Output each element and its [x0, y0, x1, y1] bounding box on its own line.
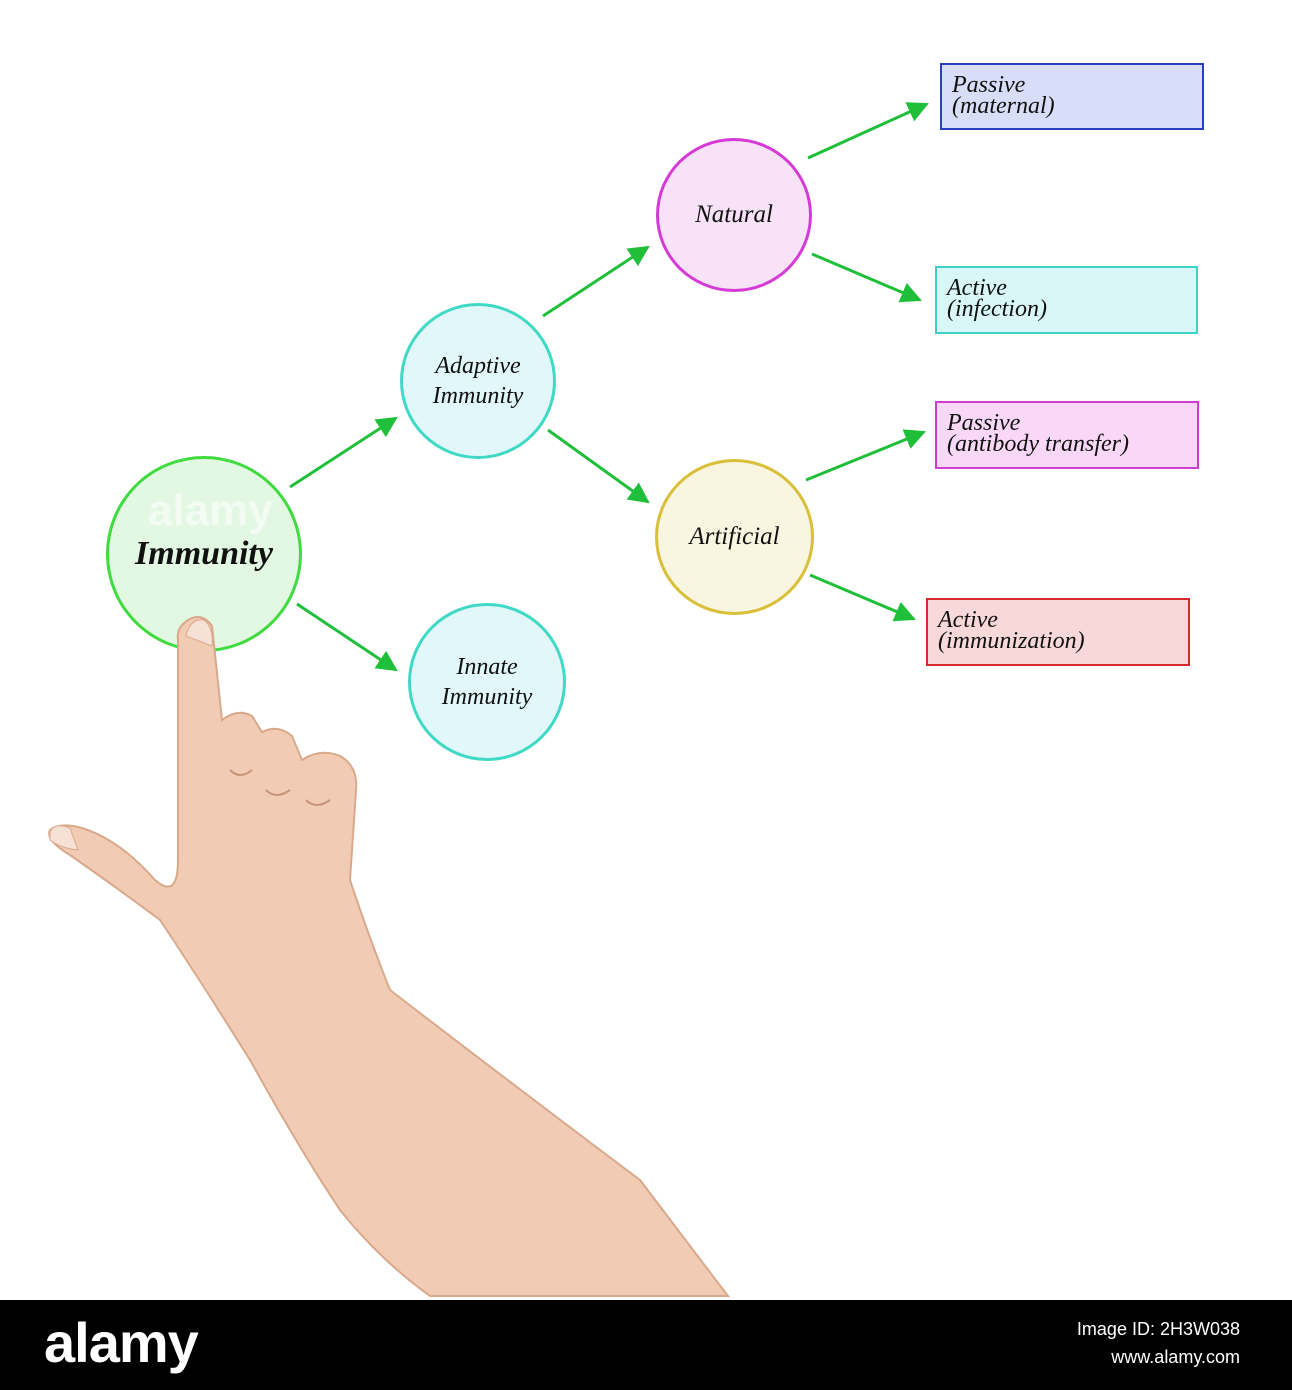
box-active-infection-line2: (infection) [947, 296, 1047, 322]
box-active-immunization-line1: Active [938, 607, 998, 633]
arrow-natural-to-active-infection [811, 252, 922, 303]
stock-footer-bar: alamy Image ID: 2H3W038 www.alamy.com [0, 1300, 1292, 1390]
node-artificial-label: Artificial [689, 523, 780, 551]
node-immunity-label: Immunity [135, 534, 273, 572]
box-passive-antibody-line1: Passive [947, 410, 1021, 436]
node-adaptive-line1: Adaptive [435, 353, 521, 379]
box-passive-maternal-line1: Passive [952, 72, 1026, 98]
box-active-infection: Active (infection) [935, 266, 1198, 334]
watermark-text: alamy [148, 486, 273, 535]
arrow-immunity-to-innate [296, 602, 398, 672]
fingernail [185, 619, 213, 647]
box-active-immunization: Active (immunization) [926, 598, 1190, 666]
immunity-diagram: Immunity alamy Adaptive Immunity Innate … [48, 63, 1204, 1297]
box-passive-maternal-line2: (maternal) [952, 93, 1055, 119]
hand-arm [48, 616, 731, 1297]
node-artificial: Artificial [655, 459, 814, 615]
box-active-infection-line1: Active [947, 275, 1007, 301]
thumbnail [49, 825, 79, 851]
arrow-immunity-to-adaptive [289, 416, 398, 489]
pointing-hand-illustration [48, 616, 731, 1297]
arrow-adaptive-to-artificial [547, 428, 650, 504]
box-active-immunization-line2: (immunization) [938, 628, 1085, 654]
node-natural: Natural [656, 138, 812, 292]
brand-logo: alamy [44, 1311, 199, 1374]
box-passive-maternal: Passive (maternal) [940, 63, 1204, 130]
arrow-artificial-to-active-immunization [809, 573, 916, 622]
arrow-artificial-to-passive-antibody [805, 429, 926, 482]
box-passive-antibody-line2: (antibody transfer) [947, 431, 1129, 457]
connector-arrows [289, 102, 929, 672]
arrow-natural-to-passive-maternal [807, 102, 929, 160]
node-innate-line2: Immunity [441, 684, 533, 710]
stock-info: Image ID: 2H3W038 www.alamy.com [1077, 1315, 1240, 1371]
knuckle-lines [229, 769, 331, 806]
node-adaptive-line2: Immunity [432, 383, 524, 409]
node-adaptive-immunity: Adaptive Immunity [400, 303, 556, 459]
node-innate-immunity: Innate Immunity [408, 603, 566, 761]
image-id-text: Image ID: 2H3W038 [1076, 1319, 1240, 1339]
node-natural-label: Natural [695, 201, 773, 229]
box-passive-antibody-transfer: Passive (antibody transfer) [935, 401, 1199, 469]
node-innate-line1: Innate [456, 654, 518, 680]
arrow-adaptive-to-natural [542, 245, 650, 318]
site-url-text: www.alamy.com [1111, 1347, 1240, 1367]
